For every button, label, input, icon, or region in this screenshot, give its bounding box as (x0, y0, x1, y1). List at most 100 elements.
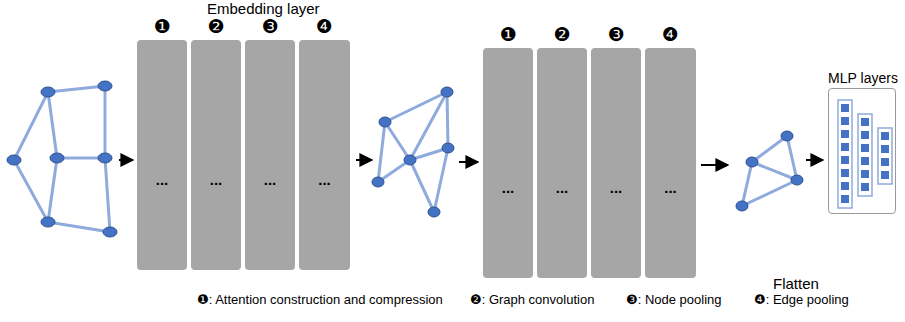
graph-node (372, 177, 384, 187)
mlp-unit (881, 132, 889, 140)
callout-number: ❹ (299, 15, 350, 37)
mlp-unit (881, 158, 889, 166)
legend-entry: ❸: Node pooling (626, 291, 722, 309)
mlp-unit (861, 157, 869, 165)
mlp-unit (861, 183, 869, 191)
legend-entry: ❷: Graph convolution (470, 291, 594, 309)
graph-node (41, 217, 55, 227)
ellipsis: ... (645, 180, 696, 196)
mlp-unit (881, 145, 889, 153)
callout-number: ❶ (483, 23, 533, 45)
graph-node (98, 153, 112, 163)
ellipsis: ... (137, 172, 187, 188)
flow-arrow (806, 159, 823, 161)
graph-edge (48, 92, 57, 158)
graph-edge (385, 122, 410, 160)
ellipsis: ... (591, 180, 641, 196)
graph-node (736, 201, 748, 211)
ellipsis: ... (245, 172, 295, 188)
graph-node (7, 155, 21, 165)
mlp-unit (861, 170, 869, 178)
flow-arrow (119, 159, 133, 161)
mlp-unit (841, 130, 849, 138)
graph-node (442, 143, 454, 153)
graph (372, 87, 454, 217)
graph-edge (48, 222, 110, 232)
mlp-unit (881, 171, 889, 179)
box-heading: MLP layers (828, 70, 898, 86)
mlp-layer (838, 100, 852, 208)
mlp-box: MLP layers (828, 88, 896, 214)
callout-number: ❷ (537, 23, 587, 45)
ellipsis: ... (191, 172, 241, 188)
legend-entry: ❹: Edge pooling (754, 291, 849, 309)
graph-node (781, 131, 793, 141)
legend-entry: ❶: Attention construction and compressio… (197, 291, 443, 309)
layer-panel: ❷... (191, 40, 241, 270)
ellipsis: ... (299, 172, 350, 188)
flow-arrow (459, 161, 478, 163)
layer-panel: ❷... (537, 48, 587, 278)
graph-node (103, 227, 117, 237)
callout-number: ❹ (645, 23, 696, 45)
graph-edge (48, 158, 57, 222)
flow-arrow (356, 159, 372, 161)
mlp-units (838, 100, 892, 208)
mlp-unit (841, 156, 849, 164)
graph (736, 131, 803, 211)
graph-edge (14, 160, 48, 222)
graph-node (428, 207, 440, 217)
mlp-unit (841, 104, 849, 112)
flow-arrow (701, 164, 728, 166)
layer-panel: ❶... (483, 48, 533, 278)
ellipsis: ... (537, 180, 587, 196)
graph-node (379, 117, 391, 127)
mlp-unit (841, 182, 849, 190)
callout-number: ❷ (191, 15, 241, 37)
graph-edge (410, 92, 447, 160)
graph-edge (378, 122, 385, 182)
graph-edge (48, 86, 105, 92)
mlp-unit (861, 144, 869, 152)
graph-node (404, 155, 416, 165)
mlp-layer (878, 128, 892, 184)
callout-number: ❸ (591, 23, 641, 45)
flatten-label: Flatten (773, 275, 819, 293)
layer-panel: ❹... (299, 40, 350, 270)
mlp-unit (841, 169, 849, 177)
graph-node (41, 87, 55, 97)
mlp-unit (841, 143, 849, 151)
graph-node (98, 81, 112, 91)
graph-edge (105, 158, 110, 232)
layer-panel: ❸... (591, 48, 641, 278)
mlp-unit (841, 195, 849, 203)
callout-number: ❶ (137, 15, 187, 37)
graph-node (50, 153, 64, 163)
graph-node (791, 175, 803, 185)
graph-node (441, 87, 453, 97)
ellipsis: ... (483, 180, 533, 196)
mlp-unit (841, 117, 849, 125)
mlp-layer (858, 114, 872, 196)
graph-edge (752, 162, 797, 180)
layer-panel: ❹... (645, 48, 696, 278)
graph-edge (447, 92, 448, 148)
layer-title: Embedding layer (207, 0, 320, 18)
graph-edge (742, 162, 752, 206)
graph-edge (410, 160, 434, 212)
graph-node (746, 157, 758, 167)
mlp-unit (861, 131, 869, 139)
layer-panel: ❶... (137, 40, 187, 270)
graph (7, 81, 117, 237)
layer-panel: ❸... (245, 40, 295, 270)
graph-edge (742, 180, 797, 206)
graph-edge (434, 148, 448, 212)
mlp-unit (861, 118, 869, 126)
graph-edge (787, 136, 797, 180)
graph-edge (104, 86, 107, 158)
callout-number: ❸ (245, 15, 295, 37)
graph-edge (14, 92, 48, 160)
graph-edge (752, 136, 787, 162)
